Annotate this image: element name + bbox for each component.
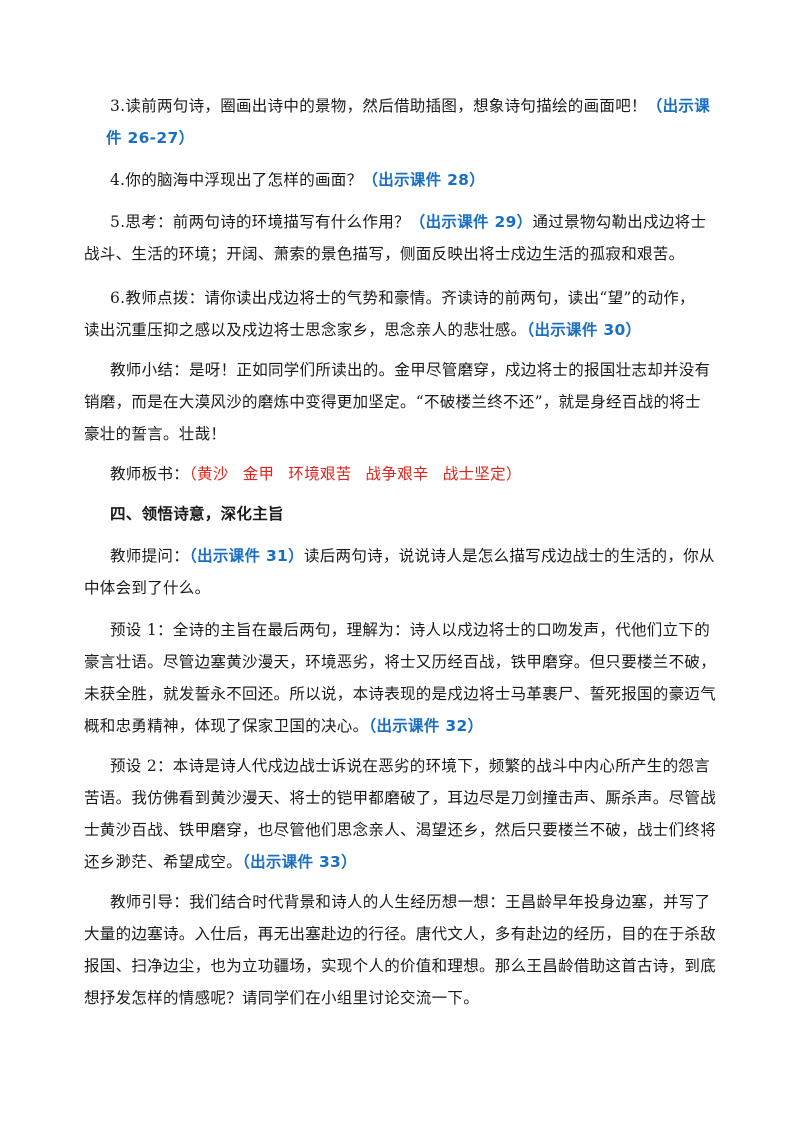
courseware-ref: （出示课件 32） — [368, 717, 484, 735]
step-5-text: 战斗、生活的环境；开阔、萧索的景色描写，侧面反映出将士戍边生活的孤寂和艰苦。 — [84, 245, 685, 263]
courseware-ref: （出示课件 29） — [409, 213, 533, 231]
board-label: 教师板书： — [110, 465, 190, 483]
step-5-text: 通过景物勾勒出戍边将士 — [532, 213, 707, 231]
step-4-text: 4.你的脑海中浮现出了怎样的画面？ — [110, 171, 363, 189]
board-bracket: ） — [505, 465, 522, 483]
paragraph-step-6: 6.教师点拨：请你读出戍边将士的气势和豪情。齐读诗的前两句，读出“望”的动作， … — [84, 282, 726, 346]
preset-2-text: 预设 2：本诗是诗人代戍边战士诉说在恶劣的环境下，频繁的战斗中内心所产生的怨言 — [110, 757, 710, 775]
paragraph-step-3: 3.读前两句诗，圈画出诗中的景物，然后借助插图，想象诗句描绘的画面吧！（出示课 … — [106, 90, 726, 154]
summary-text: 豪壮的誓言。壮哉！ — [84, 425, 227, 443]
question-text: 教师提问： — [110, 547, 190, 565]
preset-2-text: 士黄沙百战、铁甲磨穿，也尽管他们思念亲人、渴望还乡，然后只要楼兰不破，战士们终将 — [84, 821, 717, 839]
board-item: 金甲 — [242, 465, 275, 483]
courseware-ref: （出示课 — [646, 97, 710, 115]
guide-text: 报国、扫净边尘，也为立功疆场，实现个人的价值和理想。那么王昌龄借助这首古诗，到底 — [84, 957, 717, 975]
summary-text: 教师小结：是呀！正如同学们所读出的。金甲尽管磨穿，戍边将士的报国壮志却并没有 — [110, 361, 711, 379]
board-item: 战士坚定 — [442, 465, 506, 483]
step-3-text: 3.读前两句诗，圈画出诗中的景物，然后借助插图，想象诗句描绘的画面吧！ — [110, 97, 647, 115]
board-item: 黄沙 — [197, 465, 229, 483]
paragraph-teacher-summary: 教师小结：是呀！正如同学们所读出的。金甲尽管磨穿，戍边将士的报国壮志却并没有 销… — [84, 354, 726, 450]
summary-text: 销磨，而是在大漠风沙的磨炼中变得更加坚定。“不破楼兰终不还”，就是身经百战的将士 — [84, 393, 701, 411]
preset-1-text: 未获全胜，就发誓永不回还。所以说，本诗表现的是戍边将士马革裹尸、誓死报国的豪迈气 — [84, 685, 717, 703]
courseware-ref: （出示课件 31） — [189, 547, 304, 565]
courseware-ref: （出示课件 33） — [242, 853, 357, 871]
paragraph-step-4: 4.你的脑海中浮现出了怎样的画面？（出示课件 28） — [106, 164, 726, 196]
guide-text: 想抒发怎样的情感呢？请同学们在小组里讨论交流一下。 — [84, 989, 480, 1007]
step-6-text: 6.教师点拨：请你读出戍边将士的气势和豪情。齐读诗的前两句，读出“望”的动作， — [110, 289, 695, 307]
paragraph-preset-2: 预设 2：本诗是诗人代戍边战士诉说在恶劣的环境下，频繁的战斗中内心所产生的怨言 … — [84, 750, 726, 878]
section-heading-text: 四、领悟诗意，深化主旨 — [110, 504, 284, 523]
preset-1-text: 概和忠勇精神，体现了保家卫国的决心。 — [84, 717, 369, 735]
question-text: 读后两句诗，说说诗人是怎么描写戍边战士的生活的，你从 — [303, 547, 715, 565]
preset-1-text: 豪言壮语。尽管边塞黄沙漫天，环境恶劣，将士又历经百战，铁甲磨穿。但只要楼兰不破， — [84, 653, 717, 671]
guide-text: 大量的边塞诗。入仕后，再无出塞赴边的行径。唐代文人，多有赴边的经历，目的在于杀敌 — [84, 925, 717, 943]
section-heading: 四、领悟诗意，深化主旨 — [106, 498, 726, 530]
board-bracket: （ — [189, 465, 198, 483]
paragraph-step-5: 5.思考：前两句诗的环境描写有什么作用？（出示课件 29）通过景物勾勒出戍边将士… — [84, 206, 726, 270]
paragraph-teacher-guide: 教师引导：我们结合时代背景和诗人的人生经历想一想：王昌龄早年投身边塞，并写了 大… — [84, 886, 726, 1014]
preset-1-text: 预设 1：全诗的主旨在最后两句，理解为：诗人以戍边将士的口吻发声，代他们立下的 — [110, 621, 710, 639]
courseware-ref: （出示课件 30） — [526, 321, 642, 339]
board-item: 环境艰苦 — [288, 465, 352, 483]
courseware-ref: （出示课件 28） — [362, 171, 486, 189]
guide-text: 教师引导：我们结合时代背景和诗人的人生经历想一想：王昌龄早年投身边塞，并写了 — [110, 893, 711, 911]
board-item: 战争艰辛 — [365, 465, 429, 483]
preset-2-text: 苦语。我仿佛看到黄沙漫天、将士的铠甲都磨破了，耳边尽是刀剑撞击声、厮杀声。尽管战 — [84, 789, 717, 807]
question-text: 中体会到了什么。 — [84, 579, 211, 597]
courseware-ref: 件 26-27） — [106, 129, 195, 147]
step-6-text: 读出沉重压抑之感以及戍边将士思念家乡，思念亲人的悲壮感。 — [84, 321, 527, 339]
preset-2-text: 还乡渺茫、希望成空。 — [84, 853, 243, 871]
step-5-text: 5.思考：前两句诗的环境描写有什么作用？ — [110, 213, 410, 231]
paragraph-preset-1: 预设 1：全诗的主旨在最后两句，理解为：诗人以戍边将士的口吻发声，代他们立下的 … — [84, 614, 726, 742]
paragraph-teacher-question: 教师提问：（出示课件 31）读后两句诗，说说诗人是怎么描写戍边战士的生活的，你从… — [84, 540, 726, 604]
paragraph-board-writing: 教师板书：（黄沙金甲环境艰苦战争艰辛战士坚定） — [106, 458, 726, 490]
